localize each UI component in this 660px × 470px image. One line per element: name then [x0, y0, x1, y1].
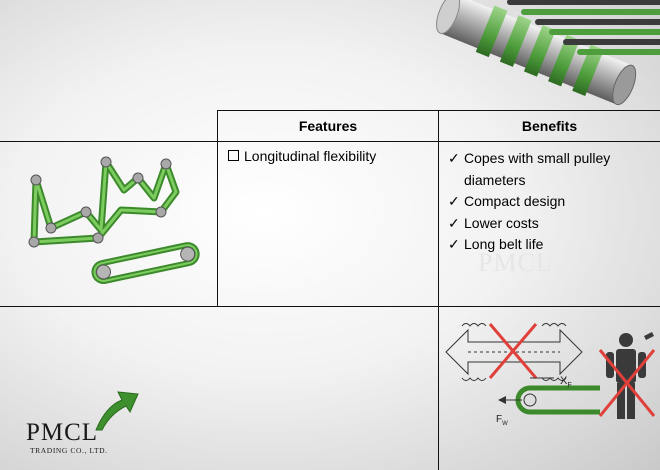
benefit-item: ✓Copes with small pulley [448, 148, 610, 170]
fw-subscript: W [502, 421, 508, 427]
svg-text:XF: XF [560, 375, 572, 389]
fw-label: F [496, 414, 502, 425]
benefit-item: ✓Lower costs [448, 213, 610, 235]
features-header: Features [298, 118, 358, 134]
xf-label: X [560, 375, 568, 387]
logo-arrow-icon [95, 391, 139, 431]
xf-subscript: F [567, 382, 571, 389]
watermark-text: PMCL [478, 248, 553, 277]
feature-label: Longitudinal flexibility [244, 148, 377, 164]
checkbox-icon [228, 150, 239, 161]
table-col-divider-2 [438, 110, 439, 470]
benefit-item: ✓Compact design [448, 191, 610, 213]
benefits-header: Benefits [521, 118, 578, 134]
diagram-crossed-tensioner: XF FW [445, 323, 600, 427]
table-row-rule [0, 306, 660, 307]
feature-item: Longitudinal flexibility [228, 148, 376, 164]
benefit-label: Lower costs [464, 214, 539, 231]
check-icon: ✓ [448, 214, 460, 231]
benefit-item: ✓Long belt life [448, 234, 610, 256]
benefit-item-continuation: diameters [448, 170, 610, 192]
table-col-divider-1 [217, 110, 218, 307]
check-icon: ✓ [448, 150, 460, 166]
benefits-list: ✓Copes with small pulley diameters ✓Comp… [448, 148, 610, 256]
table-header-rule [0, 141, 660, 142]
logo-subtitle: TRADING CO., LTD. [30, 446, 108, 455]
benefit-label: diameters [464, 171, 526, 188]
benefit-label: Copes with small pulley [464, 150, 611, 166]
table-top-rule [218, 110, 660, 111]
svg-text:FW: FW [496, 414, 508, 427]
benefit-label: Long belt life [464, 236, 544, 252]
check-icon: ✓ [448, 193, 460, 209]
belt-roller-image [436, 0, 660, 106]
belt-path-image [28, 156, 200, 284]
worker-crossed-icon [598, 332, 656, 419]
logo-name: PMCL [26, 419, 99, 446]
check-icon: ✓ [448, 236, 460, 252]
benefit-label: Compact design [464, 193, 566, 209]
